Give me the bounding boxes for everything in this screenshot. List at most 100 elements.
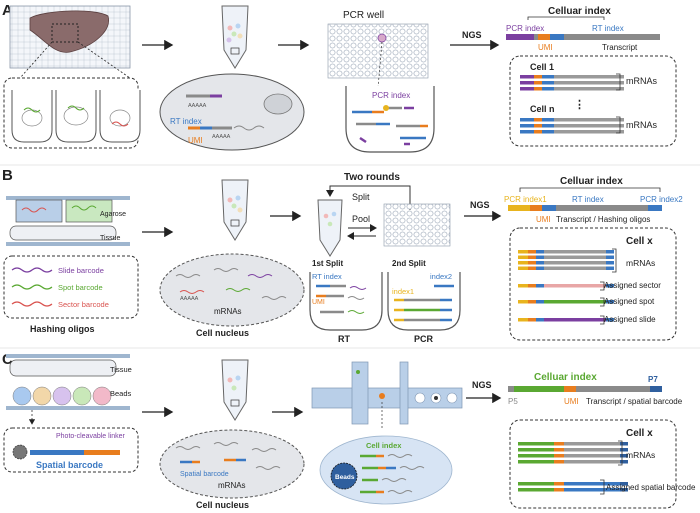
read-bar bbox=[544, 250, 606, 254]
cell-x-reads-b bbox=[518, 248, 617, 325]
read-bar bbox=[554, 460, 564, 464]
read-bar bbox=[542, 81, 554, 85]
slide-barcode-label: Slide barcode bbox=[58, 266, 104, 275]
read-bar bbox=[536, 255, 544, 259]
read-bar bbox=[528, 318, 536, 322]
rt-well-molecules bbox=[316, 284, 367, 314]
rt-label: RT bbox=[338, 334, 350, 344]
zoom-line-left bbox=[19, 41, 53, 79]
read-seg-umi-b bbox=[530, 205, 542, 211]
read-bar bbox=[534, 130, 542, 134]
read-seg-index1-b bbox=[508, 205, 530, 211]
read-bar bbox=[528, 266, 536, 270]
polya-a2: AAAAA bbox=[212, 134, 231, 140]
panel-a: A bbox=[2, 2, 677, 153]
read-bar bbox=[542, 124, 554, 128]
ngs-label-b: NGS bbox=[470, 200, 490, 210]
pcr-well-highlight bbox=[377, 33, 387, 43]
read-bar bbox=[536, 284, 544, 288]
read-bar bbox=[606, 261, 614, 265]
nucleus-b-molecules: AAAAA bbox=[175, 268, 287, 302]
pool-label: Pool bbox=[352, 214, 370, 224]
mrnas-nucleus-c: mRNAs bbox=[218, 481, 246, 490]
read-bar bbox=[564, 454, 620, 458]
read-bar bbox=[620, 448, 628, 452]
nucleus-c-molecules bbox=[175, 442, 281, 470]
slide-top bbox=[6, 196, 130, 200]
read-seg-umi-c bbox=[564, 386, 576, 392]
polya-b: AAAAA bbox=[180, 296, 199, 302]
read-bar bbox=[518, 266, 528, 270]
read-bar bbox=[554, 442, 564, 446]
bead-icon-c bbox=[12, 444, 28, 460]
read-bar bbox=[554, 81, 624, 85]
tissue-c bbox=[9, 359, 117, 377]
read-bar bbox=[554, 75, 624, 79]
read-bar bbox=[518, 250, 528, 254]
read-bar bbox=[564, 460, 620, 464]
read-bar bbox=[606, 300, 614, 304]
index1-label: index1 bbox=[392, 287, 414, 296]
read-bar bbox=[564, 482, 620, 486]
panel-b: B Agarose Tissue Slide barcode Spot barc… bbox=[2, 167, 683, 344]
zoom-line-right bbox=[77, 41, 131, 79]
read-seg-transcript-b bbox=[556, 205, 648, 211]
spot-barcode-label: Spot barcode bbox=[58, 283, 103, 292]
read-bar bbox=[554, 448, 564, 452]
read-bar bbox=[518, 460, 554, 464]
assigned-spot-label: Assigned spot bbox=[604, 297, 655, 306]
cell-x-label-c: Cell x bbox=[626, 428, 653, 439]
read-bar bbox=[536, 250, 544, 254]
read-bar bbox=[528, 255, 536, 259]
bracket bbox=[616, 116, 621, 134]
tissue-label-b: Tissue bbox=[100, 235, 120, 242]
read-bar bbox=[542, 87, 554, 91]
cell-n-label: Cell n bbox=[530, 104, 555, 114]
read-pcr-index1: PCR index1 bbox=[504, 195, 547, 204]
read-bar bbox=[620, 460, 628, 464]
hashing-oligos-title: Hashing oligos bbox=[30, 324, 95, 334]
panel-b-letter: B bbox=[2, 167, 13, 184]
read-bar bbox=[536, 266, 544, 270]
cell-x-reads-c bbox=[518, 440, 628, 495]
tube-b bbox=[221, 179, 249, 241]
panel-c-letter: C bbox=[2, 351, 13, 368]
ngs-label-c: NGS bbox=[472, 380, 492, 390]
bracket bbox=[616, 73, 621, 91]
read-bar bbox=[520, 118, 534, 122]
tube-c bbox=[221, 359, 249, 421]
first-split-label: 1st Split bbox=[312, 259, 343, 268]
read-bar bbox=[542, 75, 554, 79]
read-bar bbox=[536, 318, 544, 322]
read-bar bbox=[520, 124, 534, 128]
loop-arrow bbox=[326, 185, 411, 210]
liver-tissue bbox=[29, 10, 109, 53]
bead-array bbox=[12, 386, 112, 406]
sector-barcode-label: Sector barcode bbox=[58, 300, 109, 309]
read-bar bbox=[520, 130, 534, 134]
ellipsis-a: ⋮ bbox=[574, 99, 585, 111]
read-bar bbox=[544, 261, 606, 265]
read-seg-transcript-a bbox=[564, 34, 660, 40]
read-bar bbox=[528, 250, 536, 254]
agarose-block-1 bbox=[15, 199, 63, 223]
read-bar bbox=[518, 300, 528, 304]
read-bar bbox=[606, 266, 614, 270]
read-seg-link-a bbox=[534, 34, 538, 40]
agarose-label: Agarose bbox=[100, 211, 126, 218]
read-bar bbox=[554, 130, 624, 134]
read-bar bbox=[544, 318, 606, 322]
bracket bbox=[600, 297, 605, 307]
beads-label-c: Beads bbox=[110, 389, 132, 398]
p5-label: P5 bbox=[508, 397, 518, 406]
read-bar bbox=[528, 284, 536, 288]
read-seg-p5 bbox=[508, 386, 514, 392]
read-bar bbox=[620, 482, 628, 486]
read-bar bbox=[606, 284, 614, 288]
bracket bbox=[612, 248, 617, 273]
cell-nucleus-c-label: Cell nucleus bbox=[196, 500, 249, 510]
cell-n-reads bbox=[520, 116, 624, 134]
read-bar bbox=[534, 118, 542, 122]
read-bar bbox=[534, 81, 542, 85]
read-bar bbox=[564, 448, 620, 452]
